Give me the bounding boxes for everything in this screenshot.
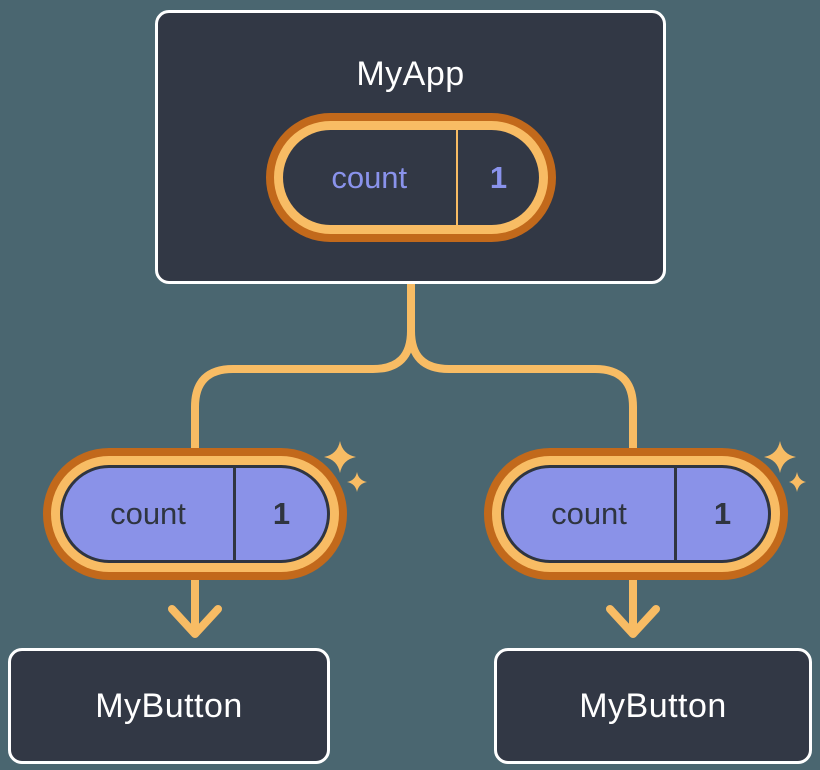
tree-connector-right: [407, 283, 637, 452]
prop-pill-left: count 1: [60, 465, 330, 563]
pill-divider: [455, 130, 458, 225]
prop-arrow-right: [606, 578, 660, 638]
pill-divider: [233, 468, 236, 560]
component-box-mybutton-right: MyButton: [494, 648, 812, 764]
component-title: MyButton: [579, 686, 727, 725]
state-pill: count 1: [283, 130, 539, 225]
pill-divider: [674, 468, 677, 560]
state-value: 1: [489, 159, 508, 195]
component-title: MyButton: [95, 686, 243, 725]
component-box-myapp: MyApp: [155, 10, 666, 284]
sparkle-icon: [324, 441, 356, 473]
sparkle-icon: [764, 441, 796, 473]
state-name: count: [331, 159, 408, 195]
prop-value: 1: [713, 496, 732, 531]
sparkle-icon: [347, 472, 367, 492]
prop-arrow-left: [168, 578, 222, 638]
component-box-mybutton-left: MyButton: [8, 648, 330, 764]
prop-name: count: [551, 496, 627, 531]
tree-connector-left: [191, 283, 415, 452]
sparkle-icon: [789, 472, 806, 492]
prop-value: 1: [272, 496, 291, 531]
prop-pill-right: count 1: [501, 465, 771, 563]
component-title: MyApp: [356, 55, 465, 93]
prop-name: count: [110, 496, 186, 531]
